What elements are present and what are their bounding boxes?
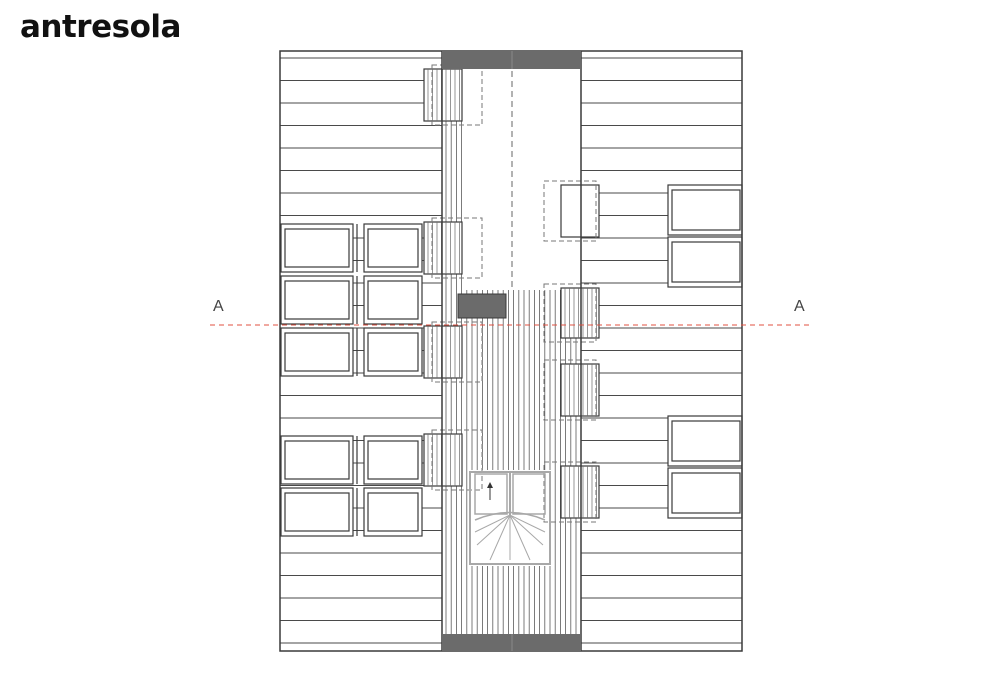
dormer — [423, 429, 483, 491]
roof-window-frame — [284, 228, 350, 268]
dormer-outline — [543, 283, 597, 343]
dormer-outline — [543, 359, 597, 421]
center-floor-boards — [445, 69, 577, 634]
roof-window — [667, 467, 743, 519]
dormer — [543, 283, 600, 343]
section-label-left: A — [213, 298, 224, 315]
roof-window — [280, 275, 354, 325]
staircase — [469, 471, 551, 565]
dormer-body — [560, 363, 600, 417]
roof-window — [280, 435, 354, 485]
dormer-outline — [431, 321, 483, 383]
left-roof-windows — [280, 223, 423, 537]
roof-window-frame — [367, 280, 419, 320]
dormer-body — [423, 221, 463, 275]
roof-window-frame — [284, 440, 350, 480]
dormer — [423, 217, 483, 279]
right-roof-windows — [667, 184, 743, 519]
right-dormers — [543, 180, 600, 523]
roof-window — [667, 236, 743, 288]
mezzanine-void-outline — [441, 51, 582, 651]
stair-direction-arrow — [487, 482, 493, 488]
roof-window — [667, 184, 743, 236]
roof-window — [280, 327, 354, 377]
dormer-outline — [543, 461, 597, 523]
roof-window-frame — [284, 280, 350, 320]
dormer-outline — [431, 429, 483, 491]
dormer-body — [560, 287, 600, 339]
roof-window — [363, 435, 423, 485]
dormer — [543, 461, 600, 523]
left-dormers — [423, 64, 483, 491]
roof-window-frame — [284, 332, 350, 372]
dormer — [543, 180, 600, 242]
roof-window — [363, 223, 423, 273]
drawing-title: antresola — [20, 9, 181, 45]
roof-window-frame — [671, 420, 741, 462]
dormer-outline — [431, 217, 483, 279]
roof-window — [363, 327, 423, 377]
section-label-right: A — [794, 298, 805, 315]
dormer-body — [423, 433, 463, 487]
dormer — [423, 64, 483, 126]
roof-window — [280, 487, 354, 537]
dormer-body — [560, 184, 600, 238]
roof-window-frame — [367, 492, 419, 532]
roof-window-frame — [284, 492, 350, 532]
chimney — [457, 293, 507, 319]
roof-window-frame — [671, 472, 741, 514]
dormer — [543, 359, 600, 421]
right-roof-slope — [581, 57, 742, 644]
roof-window — [280, 223, 354, 273]
dormer-body — [423, 68, 463, 122]
dormer-body — [423, 325, 463, 379]
roof-window-frame — [367, 228, 419, 268]
roof-window — [363, 275, 423, 325]
dormer-outline — [543, 180, 597, 242]
roof-window-frame — [367, 440, 419, 480]
dormer-body — [560, 465, 600, 519]
dormer — [423, 321, 483, 383]
roof-window-frame — [367, 332, 419, 372]
roof-window — [667, 415, 743, 467]
roof-window — [363, 487, 423, 537]
roof-window-frame — [671, 241, 741, 283]
roof-window-frame — [671, 189, 741, 231]
